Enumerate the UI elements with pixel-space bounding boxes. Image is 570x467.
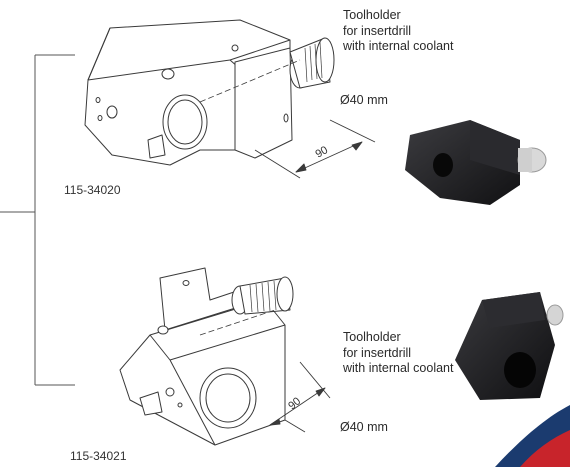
item-1-part-number: 115-34020 [64,183,121,197]
item-2-desc-line-1: Toolholder [343,330,401,344]
item-1-diameter: Ø40 mm [340,93,388,107]
item-1-desc-line-3: with internal coolant [343,39,454,53]
item-2-description: Toolholder for insertdrill with internal… [343,330,453,377]
item-2-part-number: 115-34021 [70,449,127,463]
dimension-label-1: 90 [314,144,331,161]
item-2-desc-line-3: with internal coolant [343,361,454,375]
item-2-desc-line-2: for insertdrill [343,345,412,360]
item-2-diameter: Ø40 mm [340,420,388,434]
item-1-desc-line-2: for insertdrill [343,23,412,38]
item-1-description: Toolholder for insertdrill with internal… [343,8,453,55]
item-1-desc-line-1: Toolholder [343,8,401,22]
